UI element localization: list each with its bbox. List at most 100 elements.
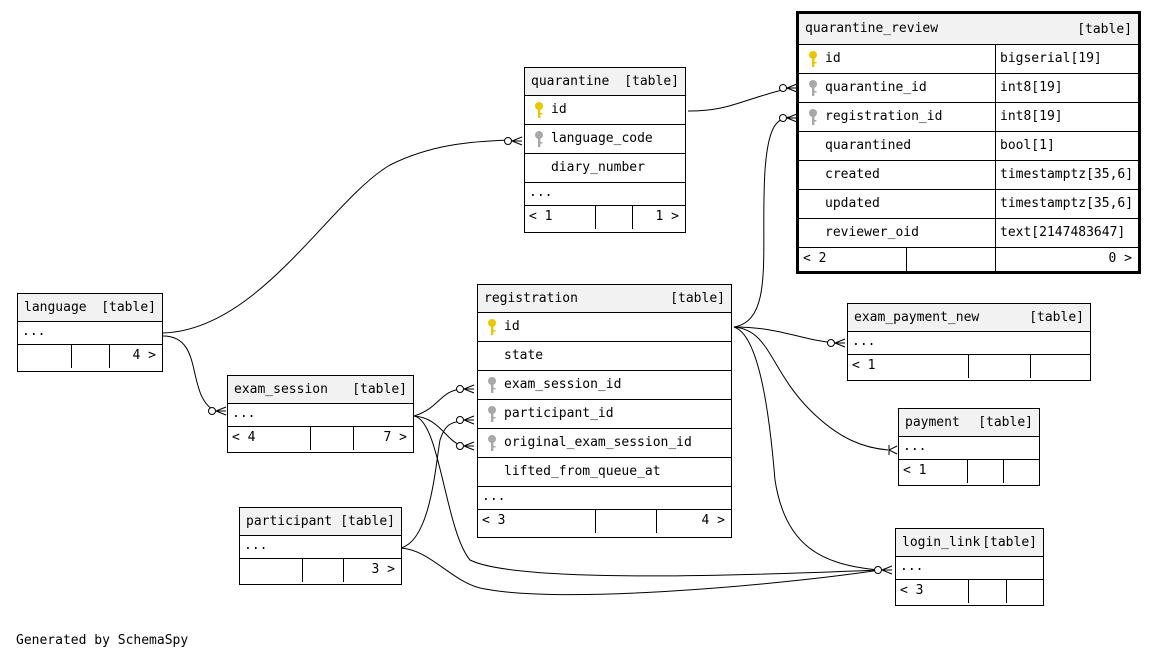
more-columns: ... — [848, 332, 1090, 355]
table-type-tag: [table] — [1077, 22, 1132, 37]
edge-end-marker — [874, 566, 882, 574]
cell-divider — [71, 345, 72, 368]
column-row[interactable]: diary_number — [525, 154, 685, 183]
column-row[interactable]: id bigserial[19] — [799, 45, 1138, 74]
table-type-tag: [table] — [1029, 310, 1084, 325]
table-header: login_link [table] — [896, 529, 1043, 557]
parents-link[interactable]: < 1 — [903, 463, 927, 478]
primary-key-icon — [807, 50, 819, 68]
foreign-key-icon — [486, 405, 498, 423]
more-columns: ... — [896, 557, 1043, 580]
cell-divider — [595, 206, 596, 229]
more-columns-label: ... — [482, 489, 506, 504]
more-columns: ... — [478, 487, 731, 510]
table-header: exam_payment_new [table] — [848, 304, 1090, 332]
table-type-tag: [table] — [982, 535, 1037, 550]
children-link[interactable]: 7 > — [383, 430, 407, 445]
cell-divider — [656, 510, 657, 533]
table-name: language — [24, 300, 87, 315]
crows-foot — [463, 441, 475, 451]
column-name: original_exam_session_id — [504, 435, 692, 450]
foreign-key-icon — [486, 434, 498, 452]
table-name: payment — [905, 415, 960, 430]
children-link[interactable]: 3 > — [371, 562, 395, 577]
table-quarantine-review[interactable]: quarantine_review [table] id bigserial[1… — [796, 11, 1141, 274]
more-columns-label: ... — [244, 538, 268, 553]
table-header: quarantine [table] — [525, 68, 685, 96]
cell-divider — [595, 510, 596, 533]
column-row[interactable]: created timestamptz[35,6] — [799, 161, 1138, 190]
cell-divider — [353, 427, 354, 450]
column-row[interactable]: registration_id int8[19] — [799, 103, 1138, 132]
column-row[interactable]: original_exam_session_id — [478, 429, 731, 458]
table-footer: 4 > — [18, 345, 162, 368]
column-type: timestamptz[35,6] — [1000, 167, 1134, 182]
more-columns-label: ... — [529, 185, 553, 200]
cell-divider — [1030, 355, 1031, 378]
parents-link[interactable]: < 4 — [232, 430, 256, 445]
cell-divider — [1003, 460, 1004, 483]
edge-participant-to-login-link — [400, 547, 881, 595]
edge-registration-to-exam-payment-new — [733, 326, 837, 344]
column-row[interactable]: updated timestamptz[35,6] — [799, 190, 1138, 219]
parents-link[interactable]: < 3 — [900, 583, 924, 598]
edge-language-to-quarantine — [162, 139, 513, 334]
edge-registration-to-quarantine-review — [733, 116, 791, 328]
cell-divider — [995, 132, 996, 160]
table-footer: < 2 0 > — [799, 248, 1138, 271]
table-header: registration [table] — [478, 285, 731, 313]
table-name: participant — [246, 514, 333, 529]
more-columns: ... — [240, 536, 401, 559]
cell-divider — [1006, 580, 1007, 603]
table-name: registration — [484, 291, 578, 306]
column-row[interactable]: id — [478, 313, 731, 342]
table-language[interactable]: language [table] ... 4 > — [17, 293, 163, 372]
table-exam-payment-new[interactable]: exam_payment_new [table] ... < 1 — [847, 303, 1091, 381]
table-quarantine[interactable]: quarantine [table] id language_code diar… — [524, 67, 686, 233]
column-row[interactable]: lifted_from_queue_at — [478, 458, 731, 487]
table-login-link[interactable]: login_link [table] ... < 3 — [895, 528, 1044, 606]
table-participant[interactable]: participant [table] ... 3 > — [239, 507, 402, 585]
table-payment[interactable]: payment [table] ... < 1 — [898, 408, 1040, 486]
column-type: bigserial[19] — [1000, 51, 1102, 66]
table-type-tag: [table] — [352, 382, 407, 397]
column-name: diary_number — [551, 160, 645, 175]
crows-foot-bar — [888, 445, 898, 455]
foreign-key-icon — [807, 79, 819, 97]
more-columns: ... — [18, 322, 162, 345]
cell-divider — [302, 559, 303, 582]
table-name: quarantine_review — [805, 21, 939, 36]
edge-end-marker — [827, 339, 835, 347]
column-type: int8[19] — [1000, 109, 1063, 124]
cell-divider — [343, 559, 344, 582]
column-row[interactable]: exam_session_id — [478, 371, 731, 400]
children-link[interactable]: 1 > — [655, 209, 679, 224]
children-link[interactable]: 0 > — [1108, 251, 1132, 266]
parents-link[interactable]: < 3 — [482, 513, 506, 528]
crows-foot — [511, 136, 523, 146]
table-footer: < 1 — [899, 460, 1039, 483]
children-link[interactable]: 4 > — [132, 348, 156, 363]
more-columns-label: ... — [903, 439, 927, 454]
parents-link[interactable]: < 1 — [852, 358, 876, 373]
foreign-key-icon — [533, 130, 545, 148]
column-row[interactable]: participant_id — [478, 400, 731, 429]
column-row[interactable]: quarantine_id int8[19] — [799, 74, 1138, 103]
column-row[interactable]: quarantined bool[1] — [799, 132, 1138, 161]
column-name: quarantined — [825, 138, 912, 153]
column-row[interactable]: state — [478, 342, 731, 371]
column-name: id — [551, 102, 567, 117]
parents-link[interactable]: < 1 — [529, 209, 553, 224]
column-row[interactable]: id — [525, 96, 685, 125]
generator-credit: Generated by SchemaSpy — [16, 633, 189, 648]
table-exam-session[interactable]: exam_session [table] ... < 4 7 > — [227, 375, 414, 453]
children-link[interactable]: 4 > — [701, 513, 725, 528]
more-columns-label: ... — [900, 559, 924, 574]
table-registration[interactable]: registration [table] id state exam_sessi… — [477, 284, 732, 538]
parents-link[interactable]: < 2 — [803, 251, 827, 266]
table-name: login_link — [902, 535, 981, 550]
crows-foot — [786, 113, 798, 123]
column-row[interactable]: reviewer_oid text[2147483647] — [799, 219, 1138, 248]
column-row[interactable]: language_code — [525, 125, 685, 154]
